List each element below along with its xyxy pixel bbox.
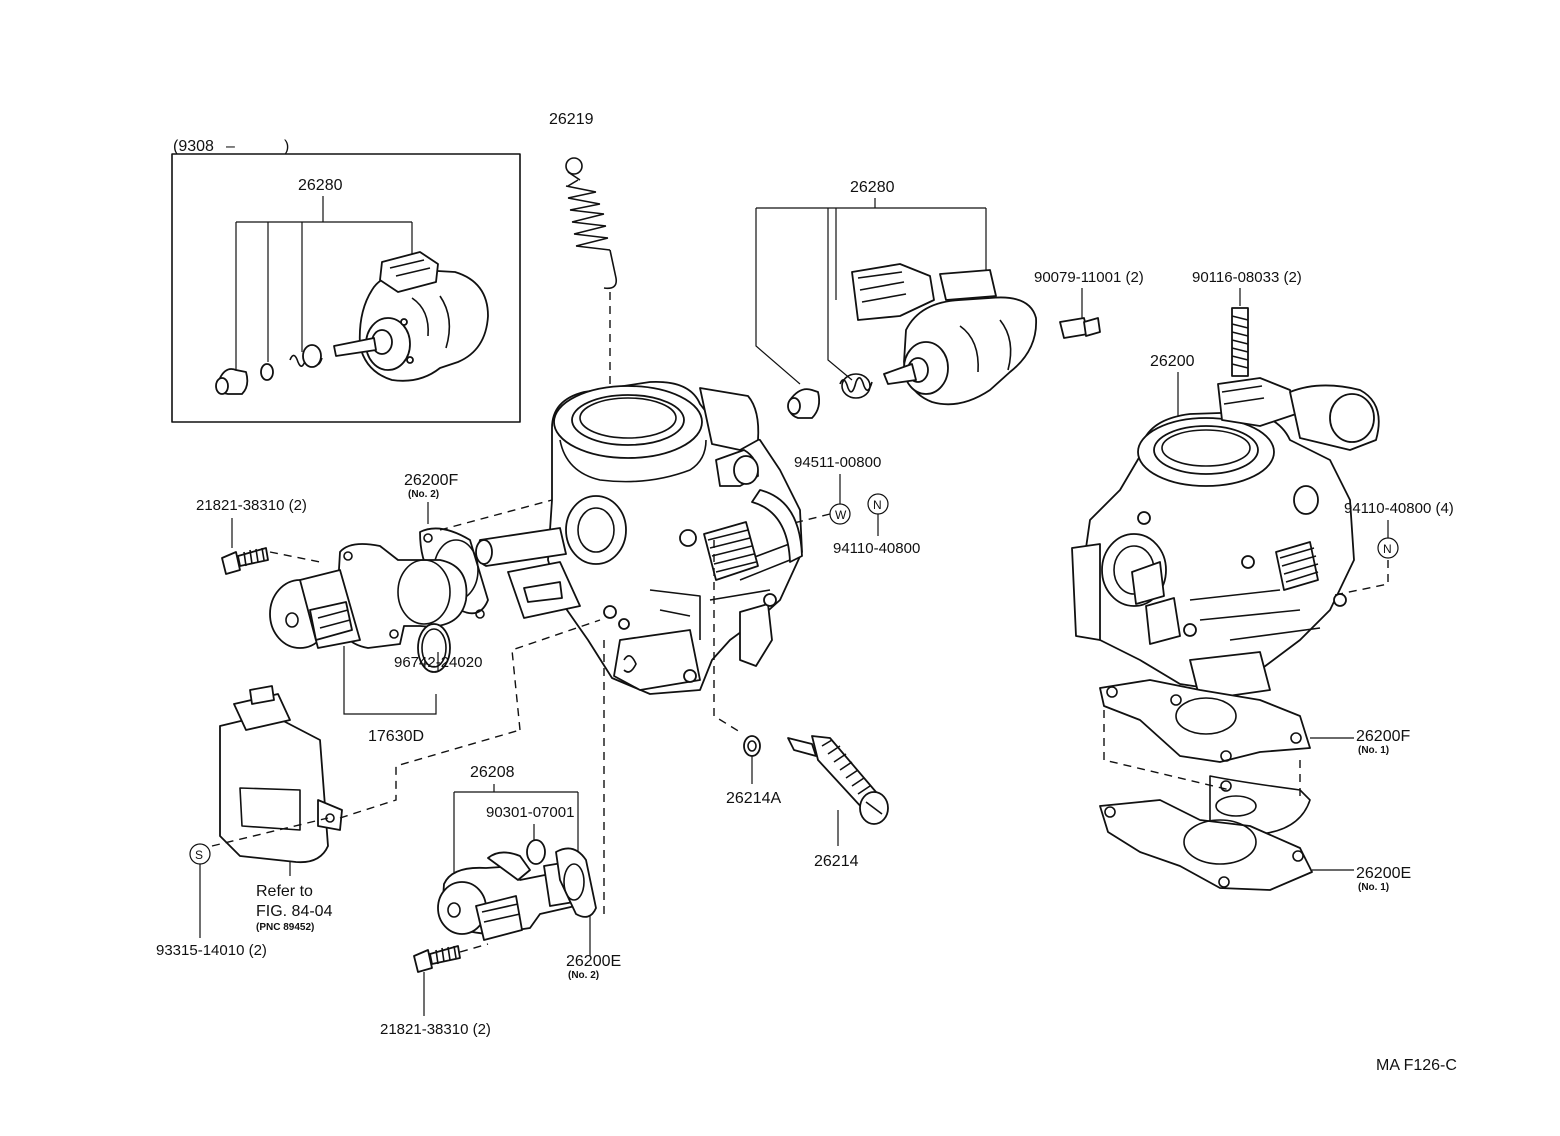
label-26280-inset: 26280	[298, 177, 343, 194]
gasket-26200E-no1: 26200E (No. 1)	[1099, 799, 1411, 893]
label-26214: 26214	[814, 853, 859, 870]
return-spring-26219: 26219	[549, 111, 618, 392]
label-26200F-no2: 26200F	[404, 472, 458, 489]
inset-date-open: (9308	[173, 138, 214, 155]
label-26214A: 26214A	[726, 790, 781, 807]
label-26280-main: 26280	[850, 179, 895, 196]
callout-17630D: 17630D	[343, 646, 437, 745]
screw-symbol: S	[195, 848, 203, 862]
bolt-21821-top: 21821-38310 (2)	[196, 497, 321, 575]
callout-94511: 94511-00800 W N 94110-40800	[789, 454, 920, 557]
label-26200E-no1-sub: (No. 1)	[1358, 882, 1389, 893]
bolt-90079: 90079-11001 (2)	[1034, 269, 1144, 339]
label-90301: 90301-07001	[486, 804, 574, 821]
label-26208: 26208	[470, 764, 515, 781]
seal-cap-main	[787, 388, 821, 419]
callout-94110-b: 94110-40800 (4) N	[1329, 500, 1454, 597]
label-26219: 26219	[549, 111, 594, 128]
washer-symbol: W	[835, 508, 847, 522]
throttle-body-main	[475, 381, 803, 695]
air-valve-26208: 26208 90301-07001 26200E (No. 2)	[437, 640, 621, 981]
nut-symbol-b: N	[1383, 542, 1392, 556]
label-17630D: 17630D	[368, 728, 424, 745]
isc-valve-main: 26280	[755, 179, 1037, 406]
label-26200F-no1-sub: (No. 1)	[1358, 745, 1389, 756]
spring-main	[839, 373, 873, 399]
footer-code: MA F126-C	[1376, 1057, 1457, 1074]
control-unit: S 93315-14010 (2) Refer to FIG. 84-04 (P…	[156, 619, 601, 959]
label-26200F-no2-sub: (No. 2)	[408, 489, 439, 500]
label-26200E-no1: 26200E	[1356, 865, 1411, 882]
label-pnc-ref: (PNC 89452)	[256, 922, 314, 933]
stud-90116: 90116-08033 (2)	[1192, 269, 1302, 377]
seal-cap-inset	[215, 368, 249, 395]
inset-date-dash: –	[226, 138, 235, 155]
leader-26280-main	[755, 198, 987, 385]
label-26200F-no1: 26200F	[1356, 728, 1410, 745]
inset-frame	[171, 153, 521, 423]
label-21821-top: 21821-38310 (2)	[196, 497, 307, 514]
bolt-21821-bottom: 21821-38310 (2)	[380, 943, 491, 1038]
label-26200E-no2: 26200E	[566, 953, 621, 970]
washer-inset	[260, 363, 274, 381]
inset-date-close: )	[284, 138, 289, 155]
egr-valve-17630D	[269, 543, 468, 649]
spring-inset	[289, 344, 323, 368]
label-refer-to: Refer to	[256, 883, 313, 900]
gasket-26200F-no1: 26200F (No. 1)	[1099, 679, 1410, 763]
nut-symbol-a: N	[873, 498, 882, 512]
leader-26280-inset	[235, 196, 413, 372]
label-96742: 96742-24020	[394, 654, 482, 671]
leader-26214A-dash	[713, 540, 741, 733]
isc-valve-inset	[333, 251, 489, 382]
screw-26214: 26214	[787, 735, 889, 870]
label-26200E-no2-sub: (No. 2)	[568, 970, 599, 981]
label-90116: 90116-08033 (2)	[1192, 269, 1302, 286]
inset-box: (9308 – ) 26280	[171, 138, 521, 423]
label-26200: 26200	[1150, 353, 1195, 370]
label-93315: 93315-14010 (2)	[156, 942, 267, 959]
label-21821-bottom: 21821-38310 (2)	[380, 1021, 491, 1038]
oring-96742: 96742-24020	[394, 623, 482, 673]
label-90079: 90079-11001 (2)	[1034, 269, 1144, 286]
label-94110-a: 94110-40800	[833, 540, 920, 557]
label-94511: 94511-00800	[794, 454, 881, 471]
throttle-body-assembly: 26200	[1071, 353, 1380, 701]
washer-26214A: 26214A	[726, 735, 781, 807]
spacer-block	[1103, 710, 1311, 848]
label-fig-ref: FIG. 84-04	[256, 903, 333, 920]
label-94110-b: 94110-40800 (4)	[1344, 500, 1454, 517]
